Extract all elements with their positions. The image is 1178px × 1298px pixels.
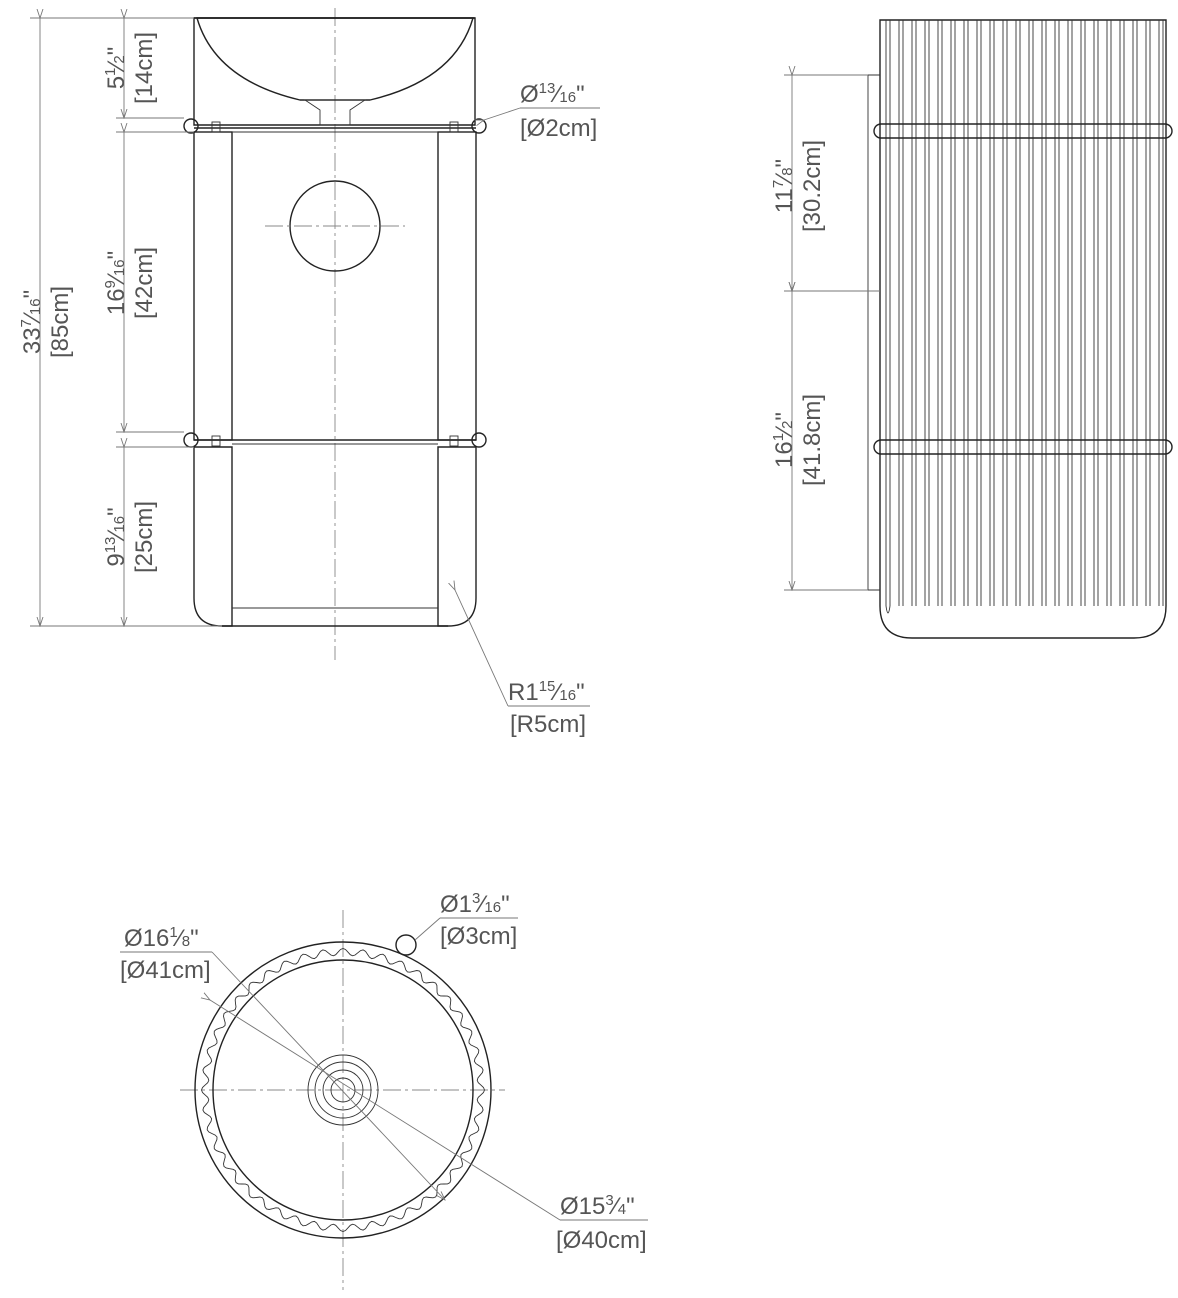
top-height-imperial: 51⁄2" <box>102 47 130 90</box>
basin-top-block <box>193 17 476 126</box>
bottom-wall-right <box>437 446 477 627</box>
drain-ring-inner <box>330 1077 356 1103</box>
outer-diameter-imperial: Ø161⁄8" <box>124 924 199 952</box>
plan-pin <box>395 934 417 956</box>
middle-wall-right <box>437 131 477 441</box>
plan-inner-ring <box>212 959 474 1221</box>
plan-outer-ring <box>194 941 492 1239</box>
middle-height-imperial: 169⁄16" <box>102 251 130 315</box>
corner-radius-metric: [R5cm] <box>510 711 586 738</box>
pin-diameter-metric: [Ø2cm] <box>520 115 597 142</box>
middle-wall-left <box>193 131 233 441</box>
plan-view: Ø161⁄8" [Ø41cm] Ø13⁄16" [Ø3cm] Ø153⁄4" [… <box>120 890 648 1290</box>
upper-band <box>873 123 1173 139</box>
outer-diameter-metric: [Ø41cm] <box>120 957 211 984</box>
drain-outlet <box>303 99 367 126</box>
drain-ring-outer <box>307 1054 379 1126</box>
upper-height-imperial: 117⁄8" <box>770 159 798 213</box>
fluted-body <box>879 19 1167 639</box>
lower-band <box>873 439 1173 455</box>
inner-diameter-metric: [Ø40cm] <box>556 1227 647 1254</box>
basin-bowl <box>196 17 474 101</box>
pin-top-left <box>183 118 199 134</box>
bottom-height-imperial: 913⁄16" <box>102 507 130 566</box>
section-view: 337⁄16" [85cm] 51⁄2" [14cm] 169⁄16" [42c… <box>18 8 600 738</box>
elevation-view: 117⁄8" [30.2cm] 161⁄2" [41.8cm] <box>770 19 1173 639</box>
flute-lines <box>885 20 1164 606</box>
bottom-wall-left <box>193 446 233 627</box>
pin-bottom-right <box>471 432 487 448</box>
overall-height-metric: [85cm] <box>47 286 74 358</box>
pin-diameter-plan-imperial: Ø13⁄16" <box>440 890 510 918</box>
top-height-metric: [14cm] <box>131 32 158 104</box>
plan-fluted-ring <box>201 948 485 1232</box>
upper-height-metric: [30.2cm] <box>799 140 826 232</box>
middle-height-metric: [42cm] <box>131 247 158 319</box>
lower-height-imperial: 161⁄2" <box>770 412 798 468</box>
pin-top-right <box>471 118 487 134</box>
pin-diameter-plan-metric: [Ø3cm] <box>440 923 517 950</box>
overall-height-imperial: 337⁄16" <box>18 290 46 354</box>
corner-radius-imperial: R115⁄16" <box>508 678 585 706</box>
pin-diameter-imperial: Ø13⁄16" <box>520 80 585 108</box>
inner-diameter-imperial: Ø153⁄4" <box>560 1192 635 1220</box>
lower-height-metric: [41.8cm] <box>799 394 826 486</box>
flute-bottom-wave <box>885 605 891 614</box>
bottom-height-metric: [25cm] <box>131 501 158 573</box>
